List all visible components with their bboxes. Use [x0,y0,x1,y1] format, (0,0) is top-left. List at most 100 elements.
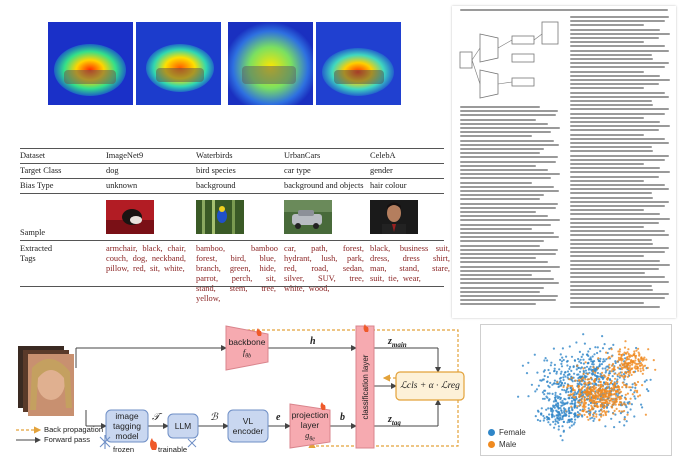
header-line [460,9,668,11]
symbol-z-main: zmain [388,336,407,349]
female-point [568,406,571,409]
male-point [600,404,603,407]
female-point [553,379,556,382]
text-line [460,215,548,218]
male-point [599,397,602,400]
female-point [568,345,571,348]
male-point [592,390,596,393]
female-point [583,389,586,392]
female-point [564,371,567,374]
male-point [583,406,586,409]
female-point [558,418,561,422]
symbol-z-tag: ztag [388,414,401,427]
female-point [561,415,564,419]
male-point [594,401,597,404]
male-point [571,376,574,380]
male-point [594,371,597,374]
tag: stem, [229,284,248,293]
trainable-flame-icon [150,438,157,450]
male-point [619,374,622,377]
female-point [517,395,520,398]
male-point [606,404,609,407]
female-point [556,382,559,386]
female-point [611,375,614,378]
symbol-b: b [340,412,345,423]
female-point [557,406,560,409]
male-point [578,394,581,397]
text-line [460,244,541,247]
male-point [621,386,624,389]
tag: forest, [342,244,365,253]
male-point [617,358,621,361]
male-point [591,394,594,398]
embedding-scatter-plot: Female Male [480,324,672,456]
female-point [599,350,602,353]
text-line [570,37,660,39]
female-point [569,419,572,422]
female-point [602,360,605,363]
legend-item-male: Male [488,440,516,449]
text-line [460,148,545,150]
male-point [637,369,640,372]
female-point [596,351,599,355]
male-point [592,407,595,410]
text-line [460,156,559,159]
tag: pillow, [106,264,129,273]
male-point [595,415,598,418]
male-point [598,400,602,403]
male-point [580,400,583,403]
male-point [602,374,606,377]
female-point [570,420,574,423]
extracted-tags-waterbirds: bamboo, bamboo forest, bird, blue, branc… [196,244,278,304]
female-point [541,378,544,381]
female-point [559,407,562,410]
table-cell: bird species [196,166,236,175]
male-point [618,372,621,375]
female-point [631,386,634,389]
tag: path, [311,244,328,253]
female-point [601,335,604,338]
tag: suit, [370,274,385,283]
male-point [566,386,569,389]
male-point [640,362,643,365]
text-line [460,122,548,125]
female-point [631,383,634,386]
female-point [573,412,577,415]
tag: armchair, [106,244,138,253]
table-header: CelebA [370,151,396,160]
female-point [555,372,558,375]
text-line [460,185,554,188]
male-point [624,372,628,375]
female-point [566,359,569,363]
male-point [606,398,609,401]
male-point [616,360,619,363]
male-point [627,352,630,356]
text-line [460,160,557,163]
male-point [602,393,605,396]
text-line [570,150,653,153]
female-point [555,400,558,403]
male-point [608,399,611,402]
text-line [570,74,660,77]
female-point [613,426,616,429]
male-point [610,370,613,373]
male-point [612,397,616,400]
symbol-T: 𝒯 [152,412,160,423]
male-point [614,403,617,406]
male-point [600,409,603,412]
female-point [560,360,564,363]
male-point [589,393,592,396]
vl-encoder-block: VL encoder [228,410,268,442]
female-point [566,421,569,424]
female-point [562,373,566,376]
male-point [623,383,626,386]
female-point [561,388,564,391]
male-point [641,384,644,387]
male-point [623,409,626,413]
female-point [572,365,575,368]
male-point [620,401,623,404]
text-line [460,177,552,180]
male-point [638,353,641,356]
male-point [586,415,589,419]
legend-label: Male [499,440,517,449]
